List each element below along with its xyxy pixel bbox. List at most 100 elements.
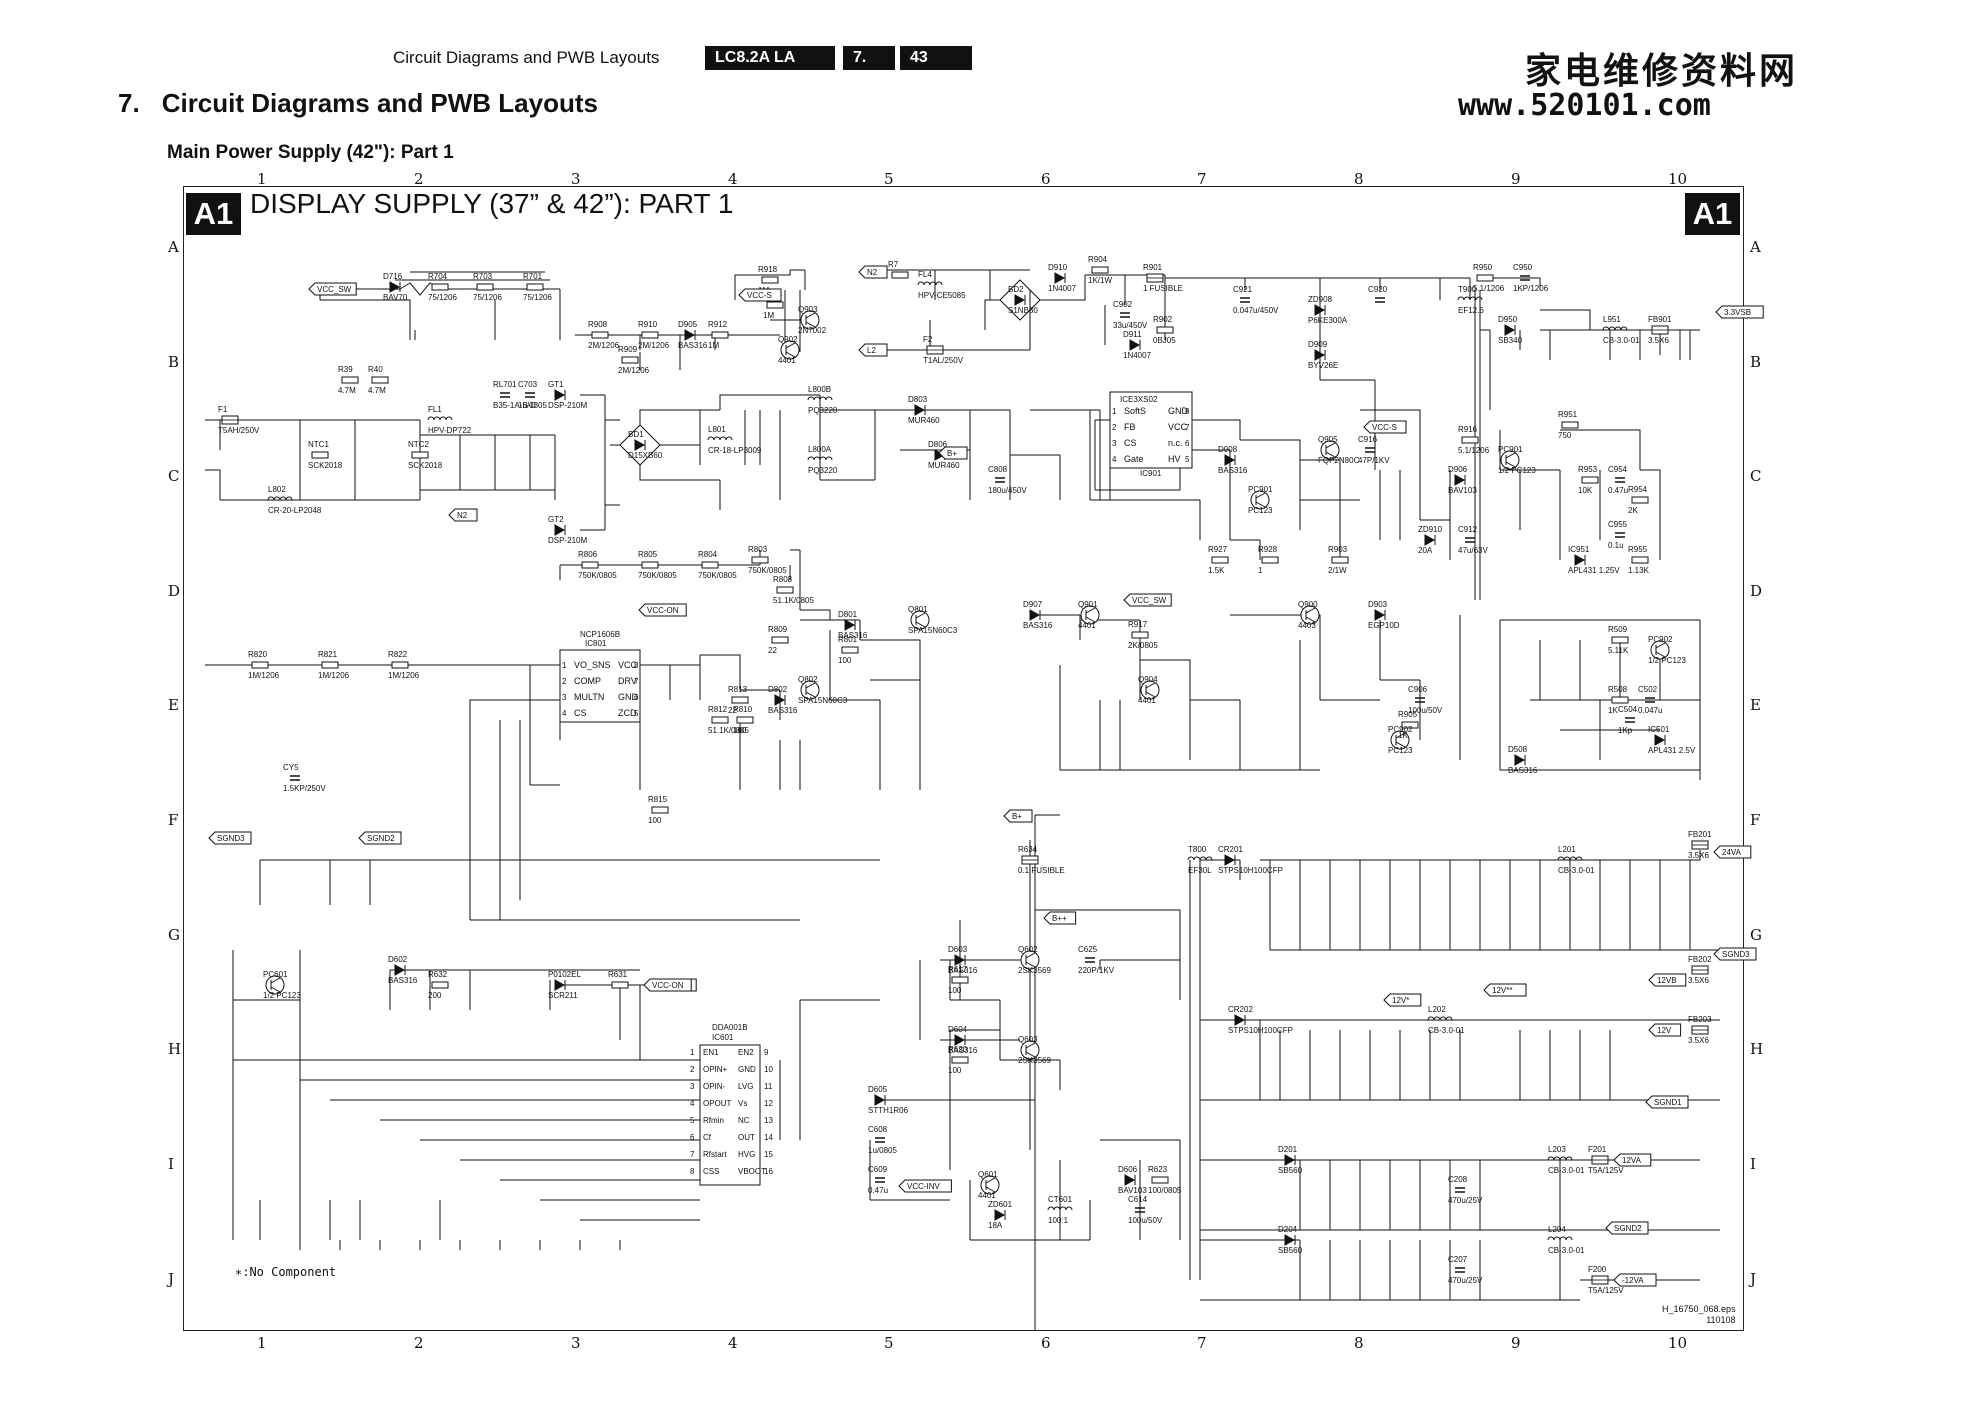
component-ref-c208: C208 [1448,1175,1468,1184]
component-value-l800a: PQ3220 [808,466,838,475]
net-flag-b- [1043,911,1077,925]
component-value-f201: T5A/125V [1588,1166,1624,1175]
component-ref-c955: C955 [1608,520,1628,529]
ic-ic801: NCP1606B IC801 VO_SNS COMP MULTN CS VCC … [559,630,641,723]
grid-row-F: F [1750,811,1761,829]
net-flag-label: SGND1 [1654,1098,1682,1107]
component-ref-fb901: FB901 [1648,315,1672,324]
ic601-pin-label: Vs [738,1099,747,1108]
component-ref-r809: R809 [768,625,788,634]
component-ref-f2: F2 [923,335,933,344]
diode-d801 [844,619,856,631]
grid-row-C: C [168,467,180,485]
component-ref-r810: R810 [733,705,753,714]
grid-column-1: 1 [257,170,267,188]
resistor-r912 [711,331,729,339]
component-ref-fb201: FB201 [1688,830,1712,839]
component-value-r917: 2K/0805 [1128,641,1158,650]
transistor-pins-q903 [805,312,816,328]
resistor-r904 [1091,266,1109,274]
net-flag-sgnd3 [208,831,252,845]
component-ref-c614: C614 [1128,1195,1148,1204]
ic601-part: DDA001B [712,1023,748,1032]
ic601-pin-num: 16 [764,1167,773,1176]
component-ref-d906: D906 [1448,465,1468,474]
transistor-pins-q902 [785,342,796,358]
component-value-r903: 2/1W [1328,566,1347,575]
component-ref-l202: L202 [1428,1005,1446,1014]
transistor-pins-pc601 [270,977,281,993]
resistor-r815 [651,806,669,814]
transistor-pins-q905 [1325,442,1336,458]
net-flag-12v [1648,1023,1682,1037]
component-value-d905: BAS316 [678,341,708,350]
component-ref-d605: D605 [868,1085,888,1094]
inductor-l204 [1547,1236,1573,1241]
component-ref-r39: R39 [338,365,353,374]
component-ref-c808: C808 [988,465,1008,474]
grid-column-5: 5 [884,170,894,188]
header-section-label: Circuit Diagrams and PWB Layouts [393,48,660,67]
component-value-r620: 100 [948,1066,962,1075]
component-value-r910: 2M/1206 [638,341,670,350]
inductor-l800a [807,456,833,461]
component-ref-q601: Q601 [978,1170,998,1179]
ic801-pin: DRV [618,676,637,686]
resistor-r954 [1631,496,1649,504]
component-ref-pc901: PC901 [1498,445,1523,454]
component-value-r804: 750K/0805 [698,571,737,580]
component-value-d716: BAV70 [383,293,408,302]
component-value-l800b: PQ3220 [808,406,838,415]
capacitor-c608 [875,1137,885,1143]
component-ref-r805: R805 [638,550,658,559]
transistor-pins-pc902 [1655,642,1666,658]
component-value-l802: CR-20-LP2048 [268,506,322,515]
component-value-d803: MUR460 [908,416,940,425]
capacitor-c614 [1135,1207,1145,1213]
diode-d803 [914,404,926,416]
ic601-pin-num: 2 [690,1065,695,1074]
component-value-q603: 2SK3569 [1018,1056,1051,1065]
grid-row-D: D [1750,582,1763,600]
ic901-pin-num: 6 [1185,439,1190,448]
component-ref-r953: R953 [1578,465,1598,474]
component-value-bd1: D15XB60 [628,451,663,460]
component-ref-r905: R905 [1398,710,1418,719]
component-value-r809: 22 [768,646,777,655]
component-ref-pc601: PC601 [263,970,288,979]
ic901-pin-num: 4 [1112,455,1117,464]
component-ref-t900: T900 [1458,285,1477,294]
component-value-d605: STTH1R06 [868,1106,909,1115]
grid-column-6: 6 [1041,170,1051,188]
capacitor-c207 [1455,1267,1465,1273]
schematic-labels: D716BAV70R70475/1206R70375/1206R70175/12… [218,255,1712,1295]
transistor-pins-pc902 [1395,732,1406,748]
ic901-pin-num: 1 [1112,407,1117,416]
diode-zd910 [1424,534,1436,546]
component-value-r953: 10K [1578,486,1593,495]
diode-d606 [1124,1174,1136,1186]
component-value-r908: 2M/1206 [588,341,620,350]
component-ref-cr201: CR201 [1218,845,1243,854]
diode-cr201 [1224,854,1236,866]
component-ref-d201: D201 [1278,1145,1298,1154]
net-flag-24va [1713,845,1752,859]
component-value-d604: BAS316 [948,1046,978,1055]
diode-d602 [394,964,406,976]
ic601-pin-num: 13 [764,1116,773,1125]
component-value-r954: 2K [1628,506,1638,515]
component-ref-c912: C912 [1458,525,1478,534]
diode-d950 [1504,324,1516,336]
component-value-d950: SB340 [1498,336,1523,345]
component-value-r623: 100/0805 [1148,1186,1182,1195]
capacitor-c625 [1085,957,1095,963]
component-ref-ic951: IC951 [1568,545,1590,554]
component-ref-fl1: FL1 [428,405,442,414]
net-flag-b- [938,446,968,460]
component-value-t800: EF30L [1188,866,1212,875]
component-value-d606: BAV103 [1118,1186,1147,1195]
net-flag-label: B+ [947,449,957,458]
inductor-l800b [807,396,833,401]
component-ref-d905: D905 [678,320,698,329]
